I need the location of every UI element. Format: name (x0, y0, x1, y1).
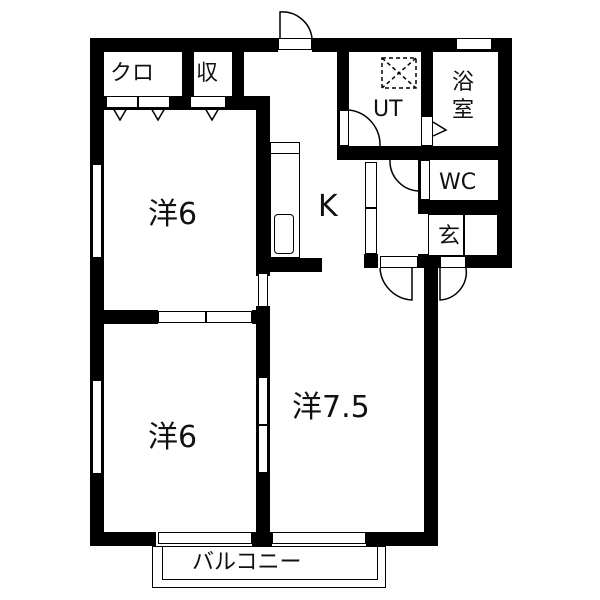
room3-door-swing-icon (379, 267, 413, 301)
wall-hall-mid (418, 254, 440, 268)
wall-wc-bottom (418, 200, 512, 214)
room2-room3-door-top (258, 377, 268, 425)
window-room2-left (92, 380, 102, 474)
hall-closet-door-bottom (365, 208, 377, 254)
closet-door-left (106, 96, 138, 108)
balcony-inner (162, 546, 378, 580)
room1-room2-door-left (158, 311, 206, 323)
kitchen-sink (274, 214, 294, 254)
wall-closet-divider (182, 38, 194, 110)
room1-kitchen-door (258, 273, 268, 307)
label-bathroom-2: 室 (452, 98, 475, 123)
label-western-room-3: 洋7.5 (292, 390, 370, 425)
entrance-shoe-box (464, 214, 498, 256)
entrance-door-frame (440, 256, 466, 268)
wc-door-swing-icon (389, 159, 421, 192)
closet-door-right (138, 96, 170, 108)
window-room3-bottom (272, 532, 366, 544)
entrance-step (428, 214, 464, 256)
kitchen-counter-top (270, 142, 300, 154)
label-western-room-1: 洋6 (148, 197, 198, 232)
hall-closet-door-top (365, 162, 377, 208)
room1-room2-door-right (206, 311, 252, 323)
bath-door-marker-icon (432, 121, 448, 137)
wc-door-panel (420, 160, 430, 200)
label-bathroom-1: 浴 (452, 70, 475, 95)
front-door-swing-icon (279, 11, 313, 39)
label-balcony: バルコニー (192, 550, 302, 575)
window-room1-left (92, 164, 102, 258)
entrance-door-swing-icon (439, 267, 468, 301)
wall-room1-room2-right (252, 310, 270, 324)
window-front-door-frame (278, 38, 312, 50)
label-western-room-2: 洋6 (148, 420, 198, 455)
wall-ut-bottom (337, 146, 512, 160)
label-utility: UT (373, 97, 403, 122)
label-toilet: WC (439, 170, 477, 195)
vent-icon (381, 57, 417, 89)
label-closet: クロ (110, 61, 155, 86)
room3-door-frame (380, 256, 418, 268)
wall-room1-right (256, 96, 270, 276)
wall-kitchen-stub (256, 258, 322, 272)
window-bath (456, 38, 492, 50)
label-storage: 収 (196, 61, 219, 86)
label-entrance: 玄 (438, 224, 461, 249)
room2-room3-door-bottom (258, 425, 268, 473)
ut-door-panel (339, 110, 349, 146)
wall-room1-room2-left (104, 310, 158, 324)
wall-bottom-left (90, 532, 156, 546)
label-kitchen: K (318, 189, 338, 224)
wall-hall-left (364, 254, 378, 268)
wall-storage-right (232, 38, 244, 100)
wall-right-lower (424, 264, 438, 546)
wall-bottom-right (366, 532, 438, 546)
bath-door-panel (421, 116, 433, 146)
wall-entrance-bottom (466, 254, 512, 268)
window-room2-bottom (158, 532, 252, 544)
storage-door (190, 96, 226, 108)
